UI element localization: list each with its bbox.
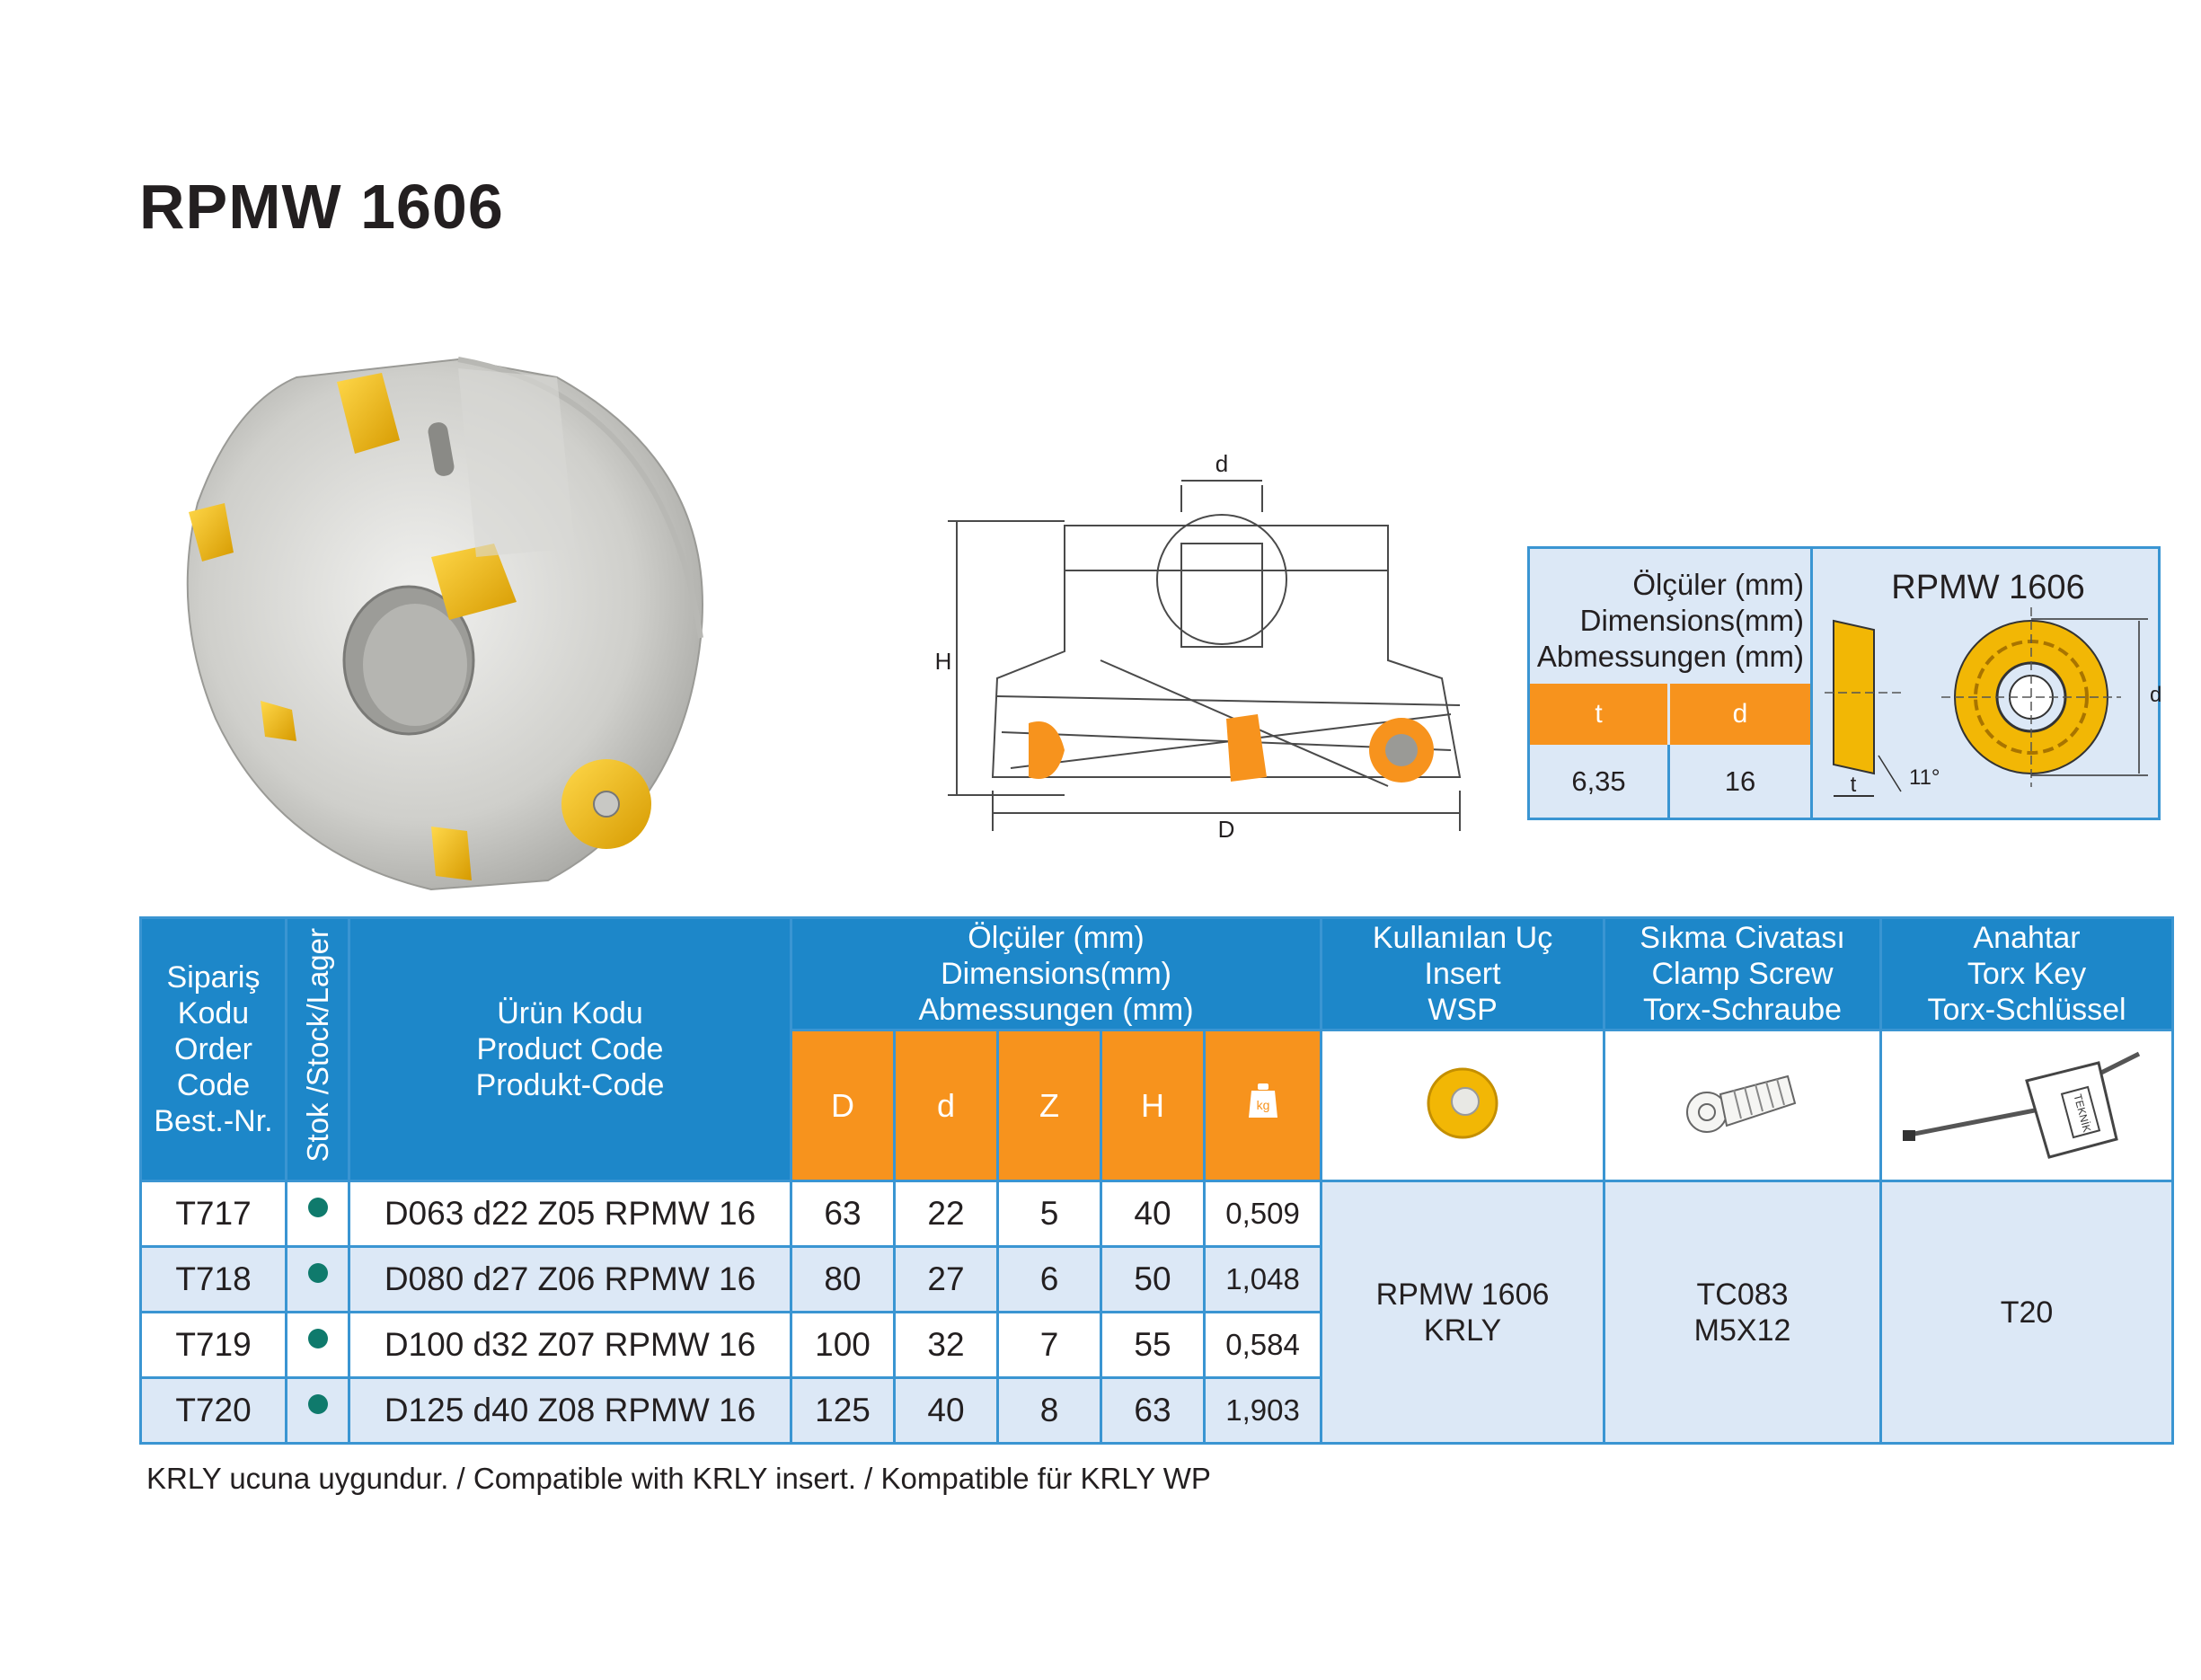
product-code: D125 d40 Z08 RPMW 16 (348, 1376, 792, 1445)
col-t: t (1530, 684, 1670, 745)
dim-H: 55 (1100, 1311, 1206, 1379)
product-code: D080 d27 Z06 RPMW 16 (348, 1245, 792, 1313)
dim-Z: 7 (996, 1311, 1102, 1379)
insert-dimension-columns: t d (1530, 684, 1810, 745)
header-torx-key: Anahtar Torx Key Torx-Schlüssel (1879, 916, 2175, 1031)
in-stock-dot-icon (307, 1329, 328, 1348)
insert-angle-label: 11° (1909, 765, 1940, 790)
stock-status (285, 1180, 350, 1248)
insert-spec-box: Ölçüler (mm) Dimensions(mm) Abmessungen … (1527, 546, 2161, 820)
insert-dimension-values: 6,35 16 (1530, 745, 1810, 818)
stock-status (285, 1376, 350, 1445)
header-dim-D: D (790, 1029, 896, 1182)
insert-name: RPMW 1606 (1891, 569, 2085, 606)
weight-kg: 1,903 (1202, 1376, 1323, 1445)
dim-Z: 8 (996, 1376, 1102, 1445)
value-t: 6,35 (1530, 745, 1670, 818)
dim-D: 100 (790, 1311, 896, 1379)
order-code: T719 (139, 1311, 287, 1379)
weight-kg: 0,584 (1202, 1311, 1323, 1379)
svg-text:kg: kg (1256, 1098, 1269, 1112)
weight-kg: 0,509 (1202, 1180, 1323, 1248)
cutter-technical-drawing: d H D (921, 445, 1478, 862)
insert-value: RPMW 1606 KRLY (1320, 1180, 1606, 1445)
weight-icon: kg (1248, 1083, 1277, 1118)
dim-H: 40 (1100, 1180, 1206, 1248)
table-row: T718 D080 d27 Z06 RPMW 16 80 27 6 50 1,0… (139, 1245, 2173, 1313)
table-row: T719 D100 d32 Z07 RPMW 16 100 32 7 55 0,… (139, 1311, 2173, 1379)
dim-d: 40 (893, 1376, 999, 1445)
insert-image-cell (1320, 1029, 1606, 1182)
header-insert: Kullanılan Uç Insert WSP (1320, 916, 1606, 1031)
insert-drawing-panel: RPMW 1606 t 11° d (1816, 549, 2161, 818)
header-dim-Z: Z (996, 1029, 1102, 1182)
header-product-code: Ürün Kodu Product Code Produkt-Code (348, 916, 792, 1182)
dim-Z: 5 (996, 1180, 1102, 1248)
insert-label-d: d (2150, 683, 2161, 707)
header-order-code: Sipariş Kodu Order Code Best.-Nr. (139, 916, 287, 1182)
in-stock-dot-icon (307, 1394, 328, 1414)
order-code: T720 (139, 1376, 287, 1445)
torx-key-image-cell: TEKNİK (1879, 1029, 2175, 1182)
milling-cutter-image (162, 341, 737, 903)
table-row: T720 D125 d40 Z08 RPMW 16 125 40 8 63 1,… (139, 1376, 2173, 1445)
dim-d: 32 (893, 1311, 999, 1379)
dim-D: 63 (790, 1180, 896, 1248)
product-table: Sipariş Kodu Order Code Best.-Nr. Stok /… (139, 916, 2175, 1445)
dim-d: 22 (893, 1180, 999, 1248)
product-code: D100 d32 Z07 RPMW 16 (348, 1311, 792, 1379)
insert-dimensions-heading: Ölçüler (mm) Dimensions(mm) Abmessungen … (1536, 568, 1804, 673)
drawing-label-D: D (1218, 816, 1235, 843)
clamp-screw-value: TC083 M5X12 (1603, 1180, 1883, 1445)
torx-key-icon: TEKNİK (1903, 1051, 2141, 1159)
torx-key-value: T20 (1879, 1180, 2175, 1445)
header-clamp-screw: Sıkma Civatası Clamp Screw Torx-Schraube (1603, 916, 1883, 1031)
dim-d: 27 (893, 1245, 999, 1313)
page-title: RPMW 1606 (139, 172, 504, 242)
header-weight: kg (1202, 1029, 1323, 1182)
header-stock: Stok /Stock/Lager (285, 916, 350, 1182)
insert-drawing: t 11° d (1825, 607, 2161, 797)
stock-status (285, 1245, 350, 1313)
in-stock-dot-icon (307, 1198, 328, 1217)
drawing-label-d: d (1215, 450, 1228, 477)
order-code: T717 (139, 1180, 287, 1248)
dim-H: 63 (1100, 1376, 1206, 1445)
header-dim-H: H (1100, 1029, 1206, 1182)
in-stock-dot-icon (307, 1263, 328, 1283)
insert-label-t: t (1851, 773, 1857, 797)
insert-dimensions-panel: Ölçüler (mm) Dimensions(mm) Abmessungen … (1530, 549, 1813, 818)
compatibility-footnote: KRLY ucuna uygundur. / Compatible with K… (146, 1462, 1211, 1495)
clamp-screw-icon (1685, 1074, 1796, 1133)
product-code: D063 d22 Z05 RPMW 16 (348, 1180, 792, 1248)
insert-icon (1427, 1067, 1498, 1139)
dim-Z: 6 (996, 1245, 1102, 1313)
dim-H: 50 (1100, 1245, 1206, 1313)
header-dim-d: d (893, 1029, 999, 1182)
stock-status (285, 1311, 350, 1379)
col-d: d (1732, 699, 1748, 729)
order-code: T718 (139, 1245, 287, 1313)
dim-D: 125 (790, 1376, 896, 1445)
table-row: T717 D063 d22 Z05 RPMW 16 63 22 5 40 0,5… (139, 1180, 2175, 1445)
header-dimensions: Ölçüler (mm) Dimensions(mm) Abmessungen … (789, 916, 1323, 1031)
clamp-screw-image-cell (1603, 1029, 1883, 1182)
drawing-label-h: H (935, 648, 952, 675)
weight-kg: 1,048 (1202, 1245, 1323, 1313)
dim-D: 80 (790, 1245, 896, 1313)
value-d: 16 (1724, 765, 1756, 797)
